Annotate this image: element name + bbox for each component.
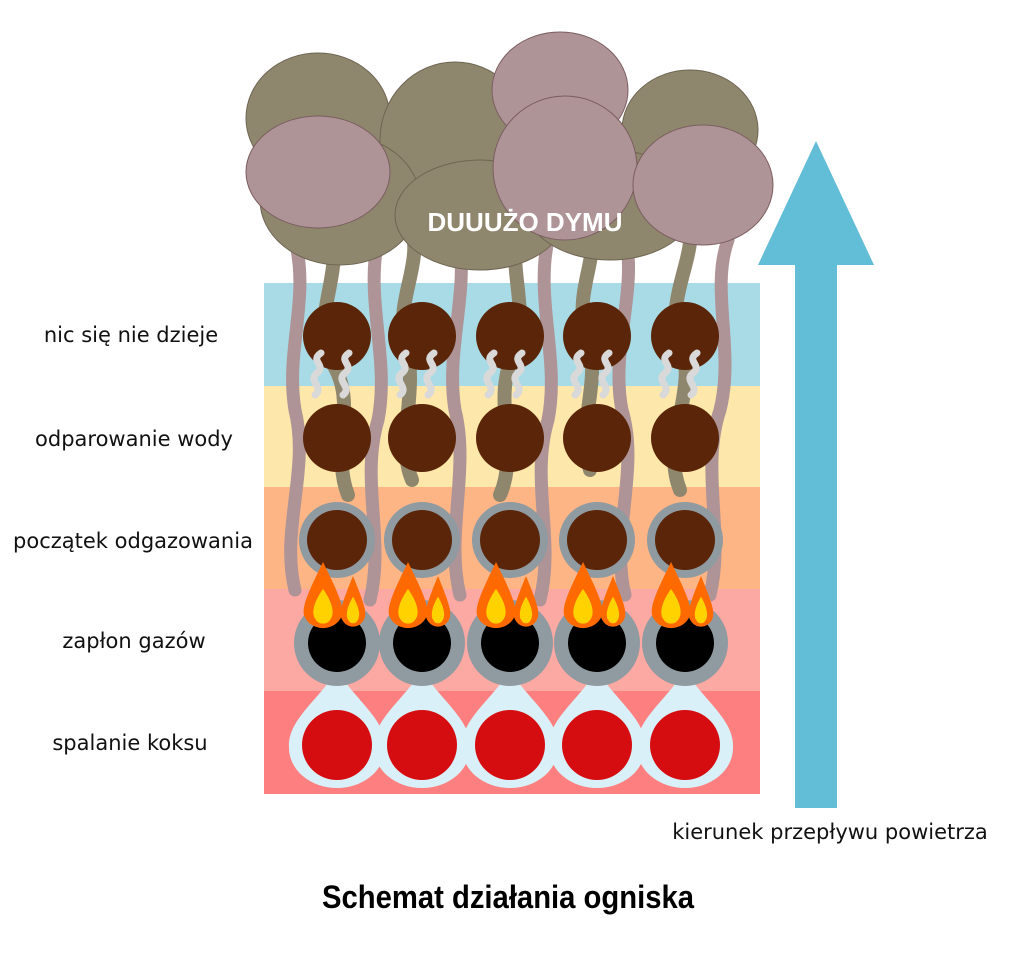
steam-wisp xyxy=(570,349,585,399)
steam-wisp xyxy=(483,349,498,399)
wood-piece xyxy=(303,404,371,472)
smoke-stream xyxy=(284,233,307,597)
diagram-title: Schemat działania ogniska xyxy=(322,879,694,915)
wood-piece xyxy=(651,302,719,370)
charred-piece xyxy=(568,614,626,672)
airflow-arrow xyxy=(758,141,874,808)
flame xyxy=(513,576,539,627)
wood-piece xyxy=(303,302,371,370)
layer-label-degassing-start: początek odgazowania xyxy=(13,529,253,553)
charred-piece xyxy=(308,614,366,672)
charred-piece xyxy=(481,614,539,672)
flame-inner xyxy=(661,589,681,624)
ember xyxy=(562,710,632,780)
wood-piece xyxy=(392,510,452,570)
layer-label-gas-ignition: zapłon gazów xyxy=(62,629,205,653)
wood-piece xyxy=(480,510,540,570)
smoke-stream xyxy=(363,233,388,607)
arrow-shaft xyxy=(795,262,837,808)
flame-inner xyxy=(573,589,593,624)
smoke-cloud: DUUUŻO DYMU xyxy=(245,31,774,271)
steam-wisp xyxy=(423,349,438,399)
cloud-puff-light xyxy=(245,115,391,229)
cloud-puff-light xyxy=(632,124,774,246)
flame xyxy=(388,562,428,629)
steam-wisps xyxy=(310,349,701,399)
steam-wisp xyxy=(310,349,325,399)
cloud-label: DUUUŻO DYMU xyxy=(428,207,623,237)
wood-piece xyxy=(476,404,544,472)
wood-piece xyxy=(567,510,627,570)
flame-inner xyxy=(519,596,533,624)
flame xyxy=(476,562,516,629)
wood-piece xyxy=(307,510,367,570)
flame-inner xyxy=(398,589,418,624)
wood-piece xyxy=(388,404,456,472)
flame xyxy=(651,562,691,629)
layer-labels: nic się nie dzieje odparowanie wody pocz… xyxy=(13,323,253,755)
steam-wisp xyxy=(338,349,353,399)
steam-wisp xyxy=(686,349,701,399)
steam-wisp xyxy=(511,349,526,399)
flame-inner xyxy=(431,596,445,624)
layer-label-nothing: nic się nie dzieje xyxy=(44,323,218,347)
ember xyxy=(302,710,372,780)
flame xyxy=(563,562,603,629)
wood-piece xyxy=(388,302,456,370)
steam-wisp xyxy=(598,349,613,399)
ember xyxy=(387,710,457,780)
flame-inner xyxy=(606,596,620,624)
charred-piece xyxy=(656,614,714,672)
steam-wisp xyxy=(395,349,410,399)
flame-inner xyxy=(313,589,333,624)
layer-label-water-evaporation: odparowanie wody xyxy=(35,427,233,451)
steam-wisp xyxy=(658,349,673,399)
wood-piece xyxy=(651,404,719,472)
flame xyxy=(425,576,451,627)
flames xyxy=(303,562,714,629)
ember xyxy=(650,710,720,780)
wood-piece xyxy=(476,302,544,370)
flame xyxy=(340,576,366,627)
wood-piece xyxy=(563,404,631,472)
flame-inner xyxy=(694,596,708,624)
flame-inner xyxy=(346,596,360,624)
flame-inner xyxy=(486,589,506,624)
wood-piece xyxy=(563,302,631,370)
ember xyxy=(475,710,545,780)
charred-piece xyxy=(393,614,451,672)
flame xyxy=(688,576,714,627)
wood-piece xyxy=(655,510,715,570)
layer-label-coke-burning: spalanie koksu xyxy=(52,731,207,755)
flame xyxy=(600,576,626,627)
arrow-head xyxy=(758,141,874,265)
flame xyxy=(303,562,343,629)
airflow-label: kierunek przepływu powietrza xyxy=(672,820,988,844)
